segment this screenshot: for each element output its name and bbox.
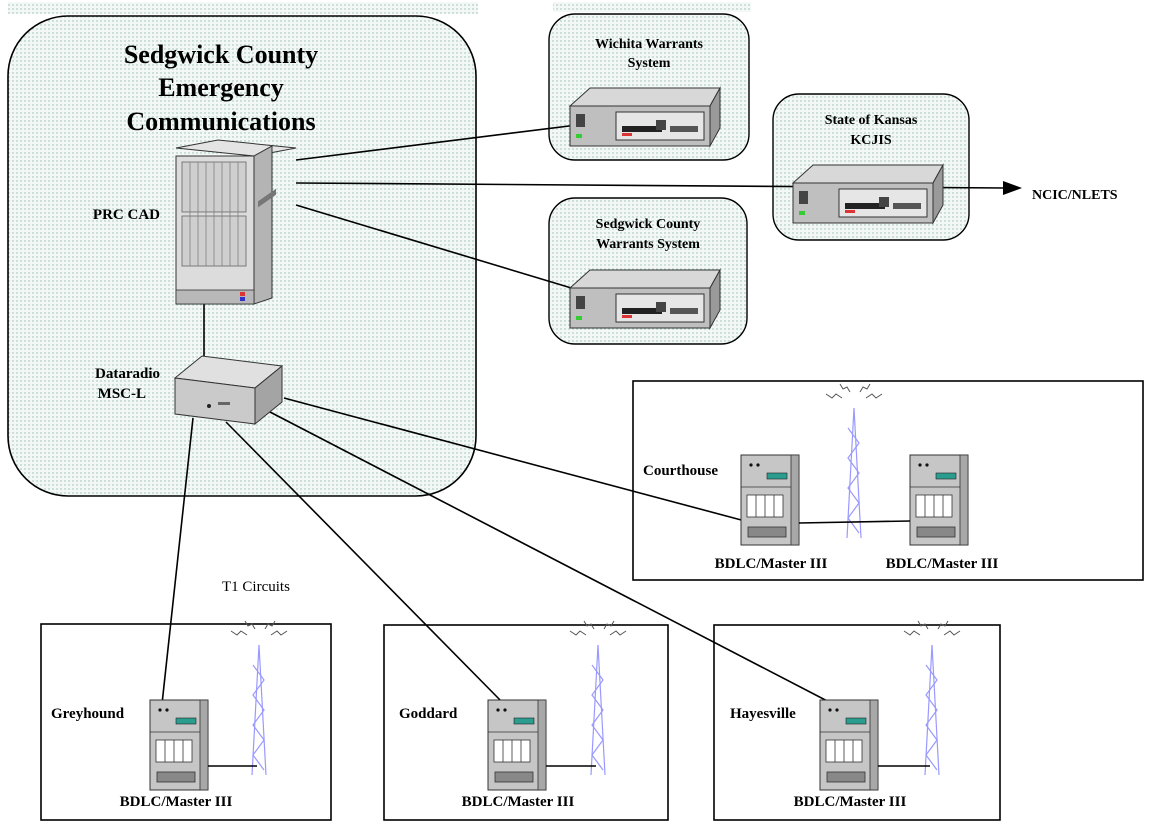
wichita-label-line-1: Wichita Warrants bbox=[595, 37, 704, 52]
link-courthouse bbox=[283, 397, 746, 522]
panel-title-line-1: Sedgwick County bbox=[124, 40, 318, 69]
sedgwick-label-line-2: Warrants System bbox=[596, 237, 700, 252]
t1-circuits-label: T1 Circuits bbox=[222, 579, 290, 595]
link-goddard bbox=[225, 421, 506, 706]
top-dotted-strip-right bbox=[553, 2, 751, 12]
courthouse-name: Courthouse bbox=[643, 463, 718, 479]
dataradio-label-line-2: MSC-L bbox=[98, 386, 146, 402]
courthouse-bdlc-b-icon bbox=[909, 454, 969, 546]
hayesville-name: Hayesville bbox=[730, 706, 796, 722]
goddard-bdlc-icon bbox=[487, 699, 547, 791]
greyhound-device-label: BDLC/Master III bbox=[120, 794, 233, 810]
sedgwick-server-icon bbox=[569, 269, 721, 329]
dataradio-msc-l-device bbox=[173, 188, 284, 426]
courthouse-internal-link bbox=[798, 520, 911, 524]
link-cad-wichita bbox=[295, 124, 578, 161]
courthouse-device-a-label: BDLC/Master III bbox=[715, 556, 828, 572]
kansas-label-line-1: State of Kansas bbox=[825, 113, 918, 128]
hayesville-device-label: BDLC/Master III bbox=[794, 794, 907, 810]
prc-cad-rack bbox=[175, 139, 297, 305]
link-greyhound bbox=[161, 417, 194, 705]
greyhound-name: Greyhound bbox=[51, 706, 125, 722]
courthouse-bdlc-a-icon bbox=[740, 454, 800, 546]
sedgwick-label-line-1: Sedgwick County bbox=[596, 217, 701, 232]
wichita-label-line-2: System bbox=[628, 56, 671, 71]
courthouse-site-frame bbox=[632, 380, 1144, 581]
panel-title-line-2: Emergency bbox=[158, 73, 284, 102]
link-hayesville bbox=[269, 411, 836, 706]
top-dotted-strip-left bbox=[8, 2, 478, 14]
goddard-device-label: BDLC/Master III bbox=[462, 794, 575, 810]
greyhound-bdlc-icon bbox=[149, 699, 209, 791]
prc-cad-label: PRC CAD bbox=[93, 207, 160, 223]
hayesville-bdlc-icon bbox=[819, 699, 879, 791]
kansas-label-line-2: KCJIS bbox=[850, 133, 891, 148]
goddard-name: Goddard bbox=[399, 706, 458, 722]
wichita-server-icon bbox=[569, 87, 721, 147]
courthouse-device-b-label: BDLC/Master III bbox=[886, 556, 999, 572]
dataradio-label-line-1: Dataradio bbox=[95, 366, 160, 382]
panel-title-line-3: Communications bbox=[126, 107, 315, 136]
kansas-server-icon bbox=[792, 164, 944, 224]
link-cad-sedgwick bbox=[295, 204, 579, 291]
ncic-nlets-label: NCIC/NLETS bbox=[1032, 188, 1118, 203]
arrowhead-ncic bbox=[1003, 181, 1022, 195]
